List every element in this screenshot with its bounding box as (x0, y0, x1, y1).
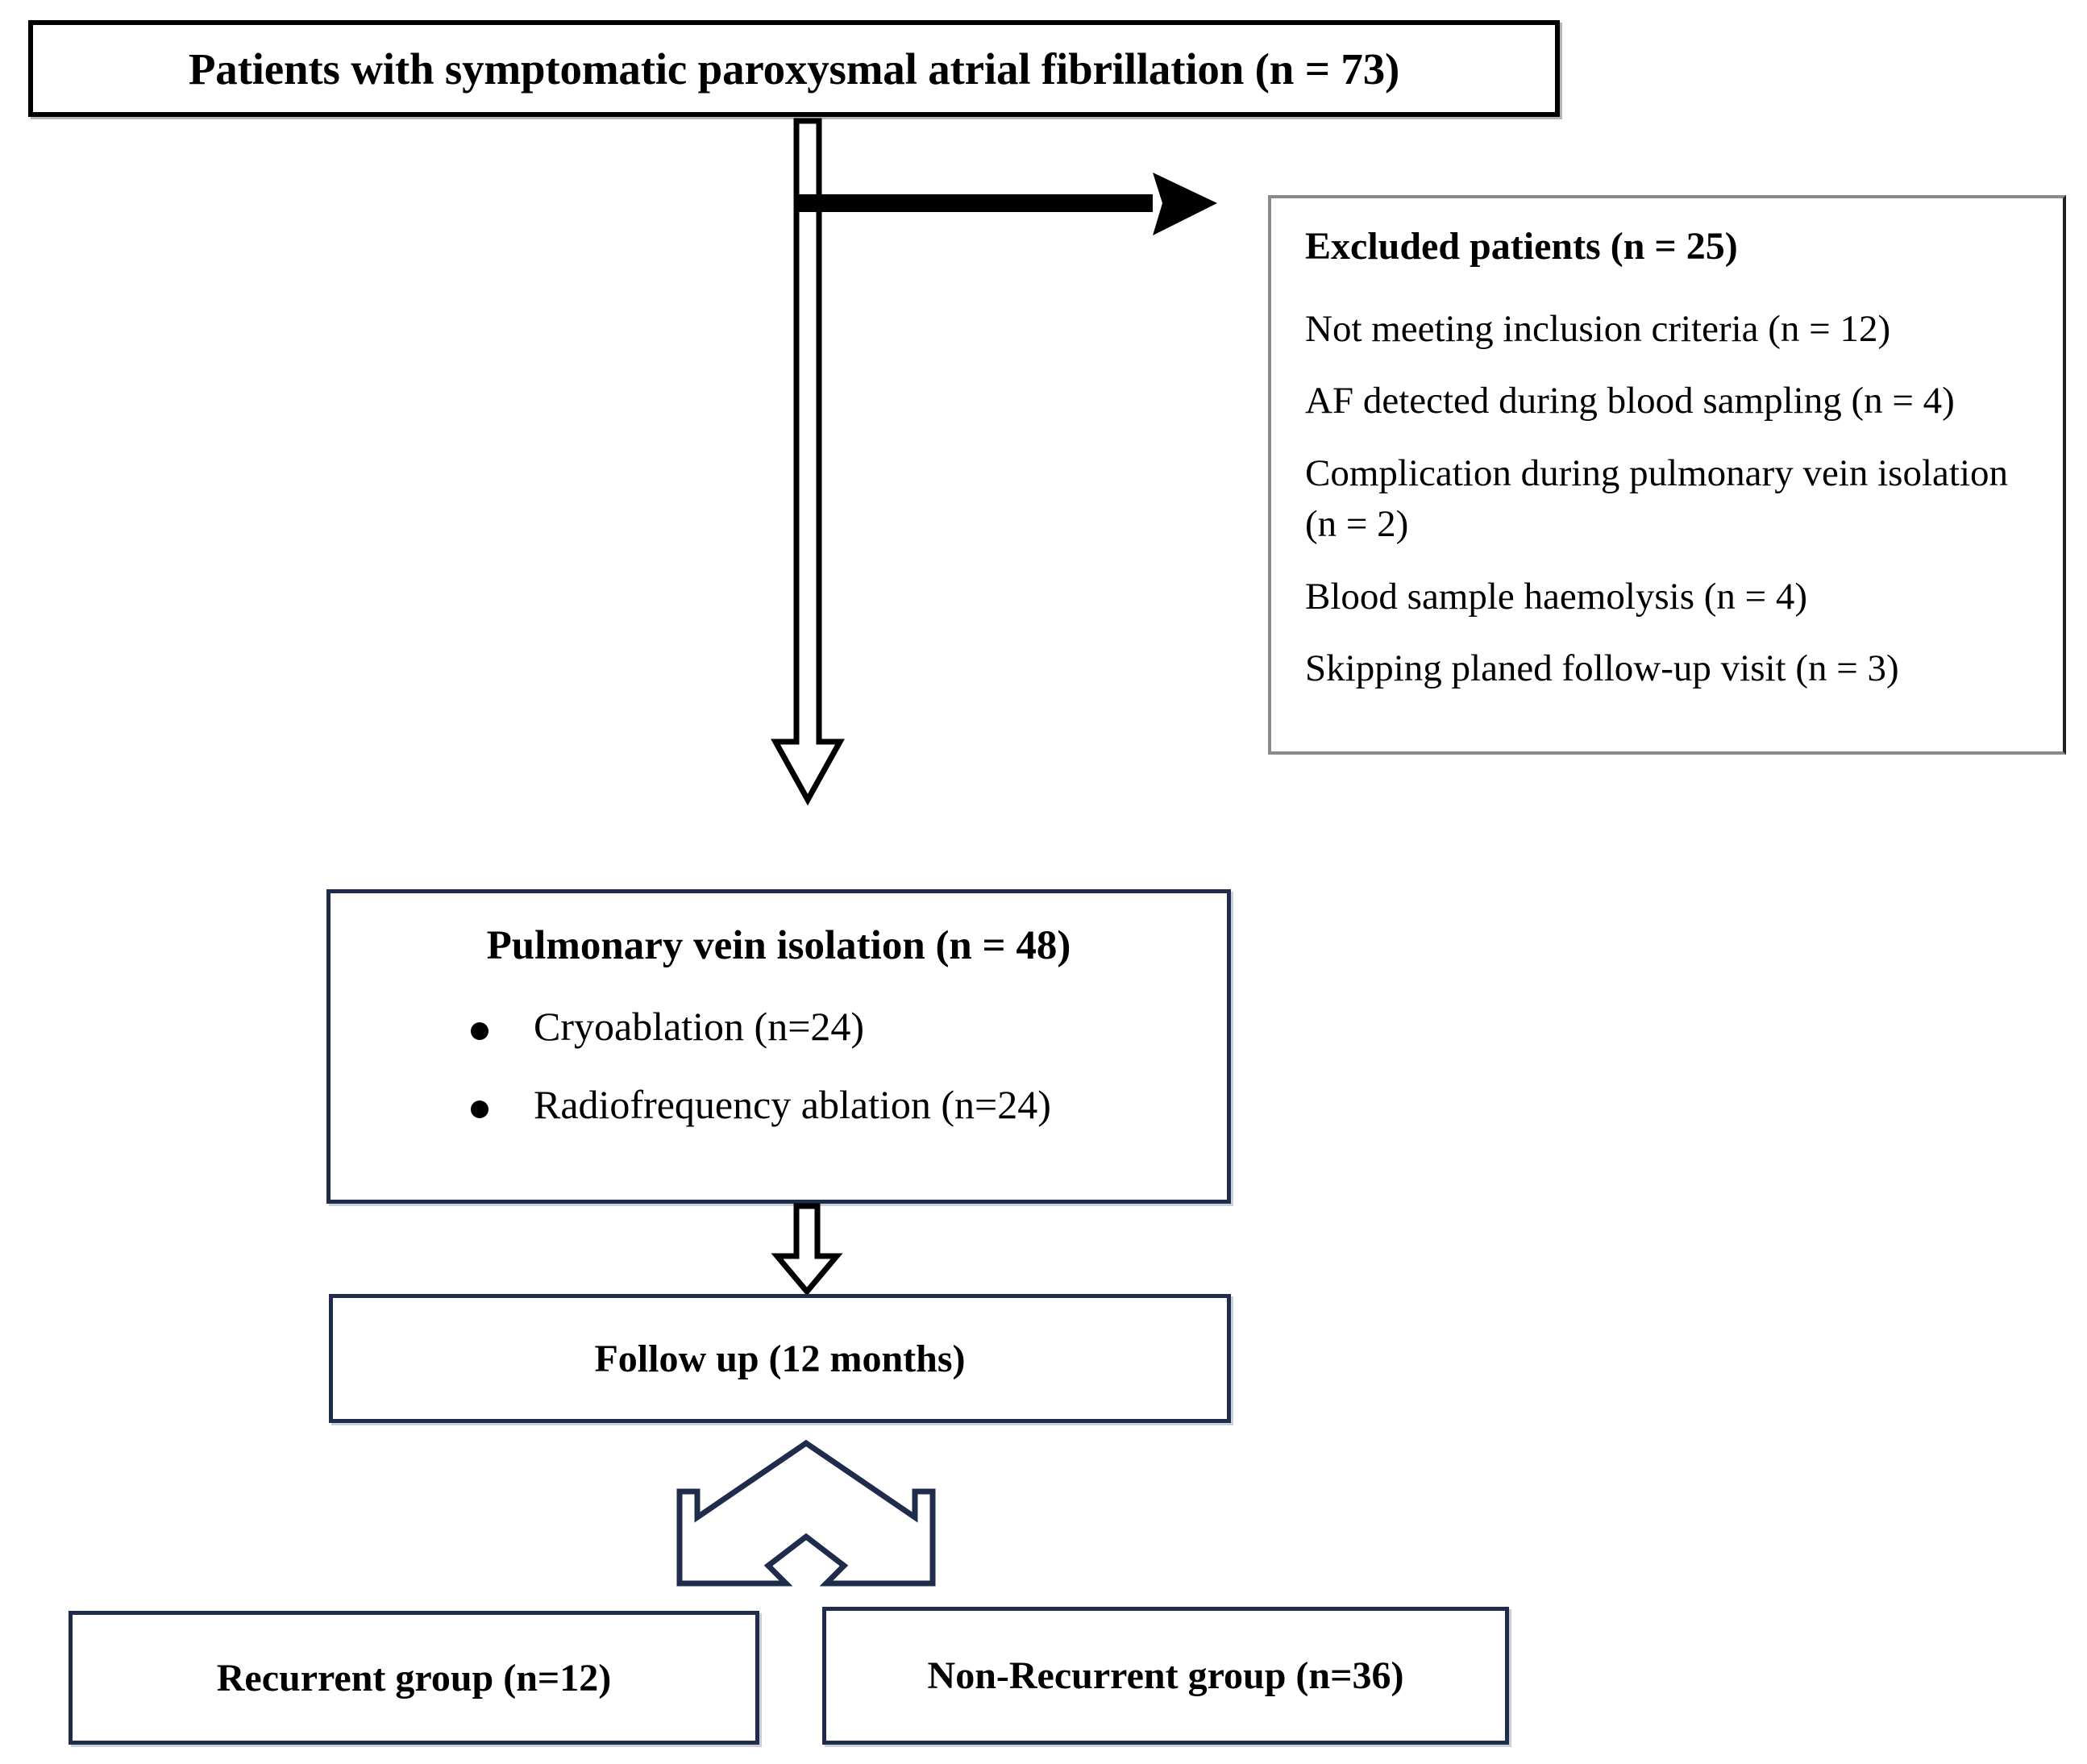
connector-enrolled-to-excluded (798, 173, 1217, 235)
pvi-title: Pulmonary vein isolation (n = 48) (486, 923, 1071, 968)
non-recurrent-group-label: Non-Recurrent group (n=36) (927, 1654, 1404, 1697)
pvi-bullet-radiofrequency-ablation: Radiofrequency ablation (n=24) (471, 1083, 1227, 1127)
node-enrolled-patients: Patients with symptomatic paroxysmal atr… (28, 20, 1560, 117)
node-excluded-patients: Excluded patients (n = 25) Not meeting i… (1268, 195, 2066, 755)
pvi-bullet-cryoablation: Cryoablation (n=24) (471, 1005, 1227, 1049)
excluded-heading: Excluded patients (n = 25) (1305, 225, 1738, 268)
recurrent-group-label: Recurrent group (n=12) (216, 1656, 612, 1700)
excluded-reason-not-meeting-inclusion-criteria: Not meeting inclusion criteria (n = 12) (1305, 307, 1891, 350)
follow-up-label: Follow up (12 months) (594, 1337, 966, 1380)
excluded-reason-complication-during-pulmonary-vein-isolation: Complication during pulmonary vein isola… (1305, 451, 2009, 546)
pvi-content: Pulmonary vein isolation (n = 48) Cryoab… (331, 922, 1227, 1161)
node-recurrent-group: Recurrent group (n=12) (69, 1611, 759, 1745)
node-follow-up: Follow up (12 months) (329, 1294, 1231, 1423)
node-pulmonary-vein-isolation: Pulmonary vein isolation (n = 48) Cryoab… (326, 889, 1231, 1204)
excluded-reason-skipping-planed-follow-up-visit: Skipping planed follow-up visit (n = 3) (1305, 647, 1899, 689)
connector-followup-split (676, 1439, 936, 1587)
bullet-dot-icon (471, 1022, 488, 1040)
excluded-content: Excluded patients (n = 25) Not meeting i… (1305, 225, 2042, 715)
excluded-reason-af-detected-during-blood-sampling: AF detected during blood sampling (n = 4… (1305, 380, 1955, 422)
node-non-recurrent-group: Non-Recurrent group (n=36) (822, 1607, 1509, 1745)
pvi-bullet-cryoablation-label: Cryoablation (n=24) (534, 1004, 865, 1049)
enrolled-label: Patients with symptomatic paroxysmal atr… (188, 44, 1400, 94)
excluded-reason-blood-sample-haemolysis: Blood sample haemolysis (n = 4) (1305, 575, 1808, 618)
pvi-bullet-radiofrequency-ablation-label: Radiofrequency ablation (n=24) (534, 1082, 1051, 1127)
bullet-dot-icon (471, 1100, 488, 1118)
connector-pvi-to-followup (771, 1203, 843, 1296)
connector-enrolled-to-pvi (771, 118, 845, 806)
